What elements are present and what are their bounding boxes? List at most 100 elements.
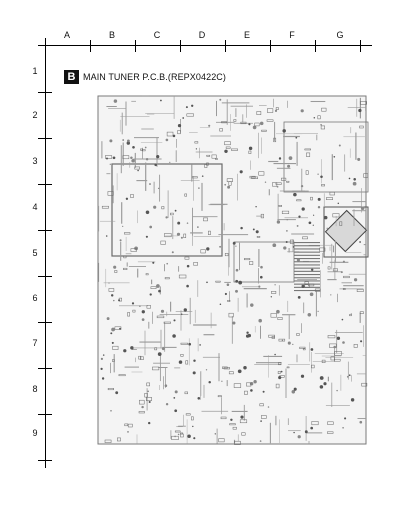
pad	[276, 185, 279, 188]
pad	[192, 371, 196, 375]
pad	[341, 318, 344, 321]
bus-line	[294, 242, 320, 244]
section-badge: B	[64, 70, 79, 84]
pad	[106, 317, 110, 321]
row-label-5: 5	[32, 248, 38, 258]
pad	[197, 226, 199, 228]
pad	[333, 345, 336, 349]
row-tick	[38, 184, 52, 185]
pad	[186, 284, 189, 288]
pcb-drawing	[97, 95, 369, 445]
pad	[110, 294, 114, 297]
pad	[221, 380, 223, 382]
pad	[177, 221, 181, 225]
pad	[165, 138, 169, 142]
pad	[139, 305, 141, 307]
pad	[177, 123, 182, 128]
component-footprint	[261, 415, 267, 419]
pad	[359, 241, 361, 243]
pad	[158, 289, 161, 293]
component-footprint	[302, 236, 308, 240]
pad	[272, 243, 277, 248]
component-footprint	[138, 355, 142, 360]
pad	[208, 380, 211, 384]
pad	[161, 347, 165, 351]
row-label-2: 2	[32, 110, 38, 120]
pad	[141, 318, 145, 321]
component-footprint	[296, 199, 302, 202]
pad	[298, 215, 301, 218]
pad	[157, 187, 160, 190]
bus-line	[294, 283, 320, 285]
component-footprint	[349, 314, 352, 317]
component-footprint	[221, 121, 227, 124]
component-footprint	[124, 232, 131, 235]
pad	[186, 264, 190, 268]
component-footprint	[329, 343, 337, 348]
component-footprint	[161, 206, 165, 210]
pad	[243, 365, 247, 370]
component-footprint	[215, 158, 218, 160]
column-tick	[135, 40, 136, 52]
bus-line	[294, 245, 320, 247]
component-footprint	[146, 382, 150, 387]
component-footprint	[320, 125, 325, 130]
pad	[320, 123, 322, 126]
component-footprint	[278, 362, 282, 366]
pad	[181, 313, 183, 315]
pad	[219, 98, 222, 101]
row-label-1: 1	[32, 66, 38, 76]
component-footprint	[261, 129, 267, 132]
pad	[293, 431, 295, 434]
row-label-9: 9	[32, 428, 38, 438]
pad	[232, 241, 236, 245]
pad	[358, 108, 362, 113]
component-footprint	[327, 431, 334, 434]
component-footprint	[118, 374, 126, 377]
component-footprint	[184, 391, 188, 395]
component-footprint	[146, 305, 151, 309]
column-label-a: A	[63, 30, 70, 40]
component-footprint	[233, 383, 242, 388]
component-footprint	[206, 154, 211, 157]
component-footprint	[306, 152, 311, 157]
shield-region	[111, 163, 223, 257]
component-footprint	[319, 247, 326, 252]
pad	[288, 156, 293, 160]
pad	[173, 397, 176, 399]
pad	[188, 342, 192, 346]
pad	[171, 251, 174, 254]
pad	[310, 268, 314, 272]
component-footprint	[275, 383, 280, 389]
component-footprint	[134, 166, 140, 170]
component-footprint	[317, 115, 321, 120]
pad	[309, 292, 314, 297]
component-footprint	[281, 210, 290, 214]
pad	[214, 433, 216, 435]
pad	[338, 144, 341, 147]
pad	[235, 245, 237, 247]
component-footprint	[277, 317, 283, 320]
component-footprint	[191, 416, 194, 421]
pad	[255, 205, 257, 208]
pad	[106, 157, 108, 160]
component-footprint	[240, 121, 247, 125]
pad	[253, 380, 257, 384]
pad	[344, 417, 347, 420]
pad	[122, 225, 124, 228]
component-footprint	[332, 268, 338, 272]
pad	[278, 157, 282, 160]
component-footprint	[101, 205, 109, 209]
pad	[141, 405, 144, 409]
pad	[154, 163, 157, 167]
pad	[110, 332, 113, 335]
component-footprint	[105, 155, 113, 159]
pad	[350, 313, 352, 315]
component-footprint	[145, 273, 149, 276]
pad	[353, 178, 356, 181]
component-footprint	[231, 148, 238, 151]
component-footprint	[194, 141, 199, 144]
component-footprint	[353, 344, 358, 348]
pad	[126, 141, 130, 145]
pad	[178, 360, 183, 364]
